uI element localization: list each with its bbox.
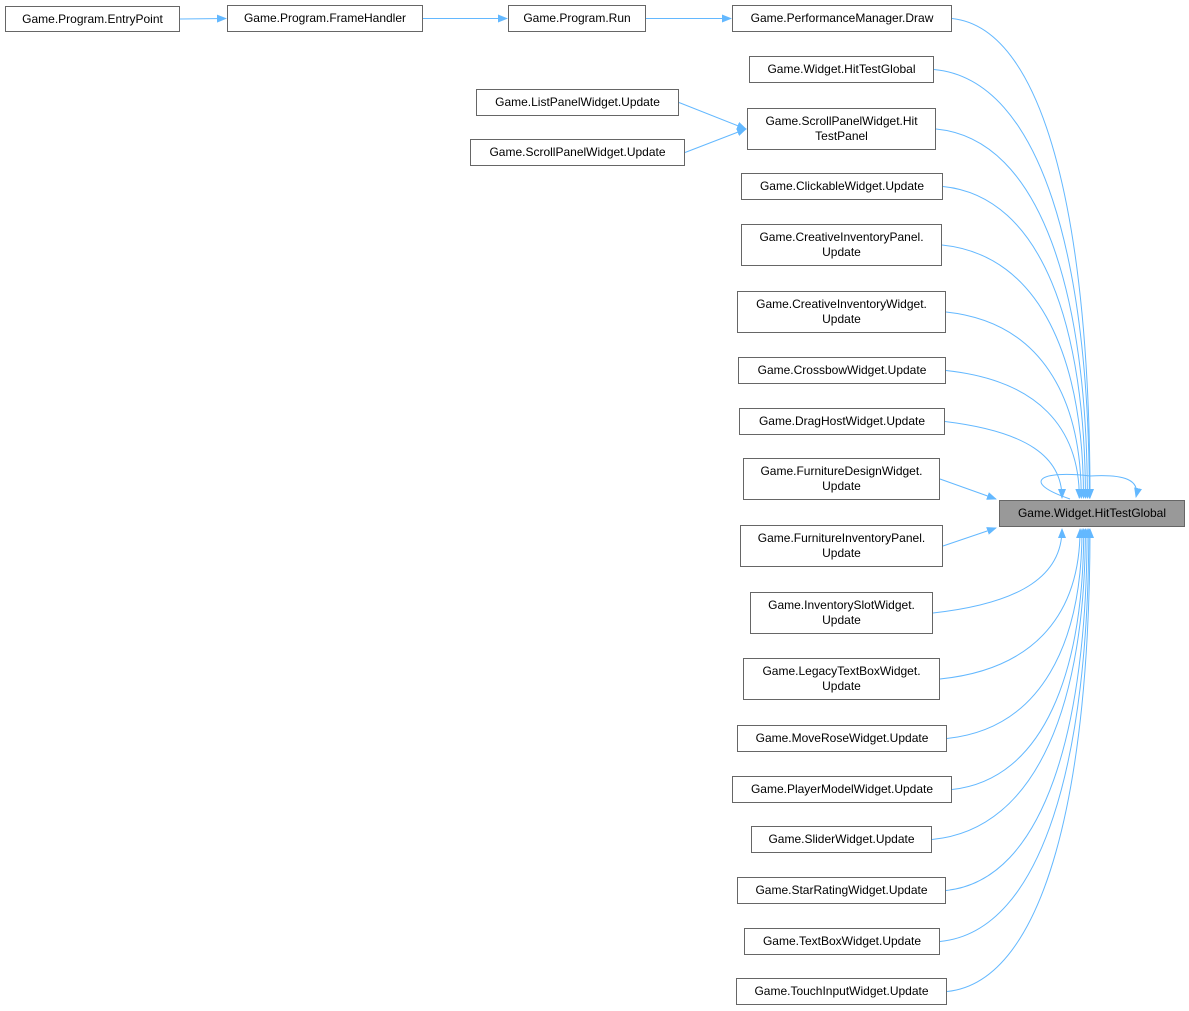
node-label: Game.ListPanelWidget.Update bbox=[495, 95, 660, 109]
node-label: Game.CreativeInventoryPanel. Update bbox=[759, 230, 924, 259]
node-label: Game.Widget.HitTestGlobal bbox=[767, 62, 916, 76]
node-label: Game.Program.Run bbox=[523, 11, 631, 25]
call-edge-crossbow-to-target bbox=[945, 370, 1084, 499]
node-label: Game.InventorySlotWidget. Update bbox=[768, 598, 915, 627]
graph-node-run[interactable]: Game.Program.Run bbox=[508, 5, 646, 32]
call-edge-listpanel-to-scrollhit bbox=[678, 102, 747, 130]
graph-node-slider[interactable]: Game.SliderWidget.Update bbox=[751, 826, 932, 853]
node-label: Game.PlayerModelWidget.Update bbox=[750, 782, 934, 796]
node-label: Game.FurnitureInventoryPanel. Update bbox=[757, 531, 926, 560]
node-label: Game.Widget.HitTestGlobal bbox=[1017, 506, 1167, 520]
node-label: Game.ScrollPanelWidget.Update bbox=[489, 145, 666, 159]
graph-node-playermodel[interactable]: Game.PlayerModelWidget.Update bbox=[732, 776, 952, 803]
graph-node-clickable[interactable]: Game.ClickableWidget.Update bbox=[741, 173, 943, 200]
call-edge-invslot-to-target bbox=[932, 528, 1066, 614]
call-edge-touchinput-to-target bbox=[946, 528, 1094, 992]
call-edge-legacytext-to-target bbox=[939, 528, 1085, 680]
graph-node-frame[interactable]: Game.Program.FrameHandler bbox=[227, 5, 423, 32]
node-label: Game.CrossbowWidget.Update bbox=[757, 363, 927, 377]
call-edge-furniturepanel-to-target bbox=[942, 527, 997, 547]
call-edge-target-to-target bbox=[1040, 473, 1142, 500]
node-label: Game.TextBoxWidget.Update bbox=[762, 934, 922, 948]
call-edge-slider-to-target bbox=[931, 528, 1090, 840]
graph-node-entry[interactable]: Game.Program.EntryPoint bbox=[5, 6, 180, 32]
node-label: Game.LegacyTextBoxWidget. Update bbox=[762, 664, 921, 693]
graph-node-scrollhit[interactable]: Game.ScrollPanelWidget.Hit TestPanel bbox=[747, 108, 936, 150]
call-edge-scrollupd-to-scrollhit bbox=[684, 128, 747, 153]
node-label: Game.StarRatingWidget.Update bbox=[755, 883, 928, 897]
node-label: Game.CreativeInventoryWidget. Update bbox=[756, 297, 927, 326]
graph-node-textbox[interactable]: Game.TextBoxWidget.Update bbox=[744, 928, 940, 955]
call-edge-textbox-to-target bbox=[939, 528, 1093, 942]
graph-node-creativewidget[interactable]: Game.CreativeInventoryWidget. Update bbox=[737, 291, 946, 333]
graph-node-invslot[interactable]: Game.InventorySlotWidget. Update bbox=[750, 592, 933, 634]
call-edge-moverose-to-target bbox=[946, 528, 1087, 739]
node-label: Game.PerformanceManager.Draw bbox=[750, 11, 934, 25]
call-edge-draghost-to-target bbox=[944, 421, 1066, 499]
node-label: Game.FurnitureDesignWidget. Update bbox=[760, 464, 923, 493]
node-label: Game.MoveRoseWidget.Update bbox=[755, 731, 929, 745]
call-edge-hitglobal-to-target bbox=[933, 69, 1094, 499]
graph-node-touchinput[interactable]: Game.TouchInputWidget.Update bbox=[736, 978, 947, 1005]
call-edge-creativepanel-to-target bbox=[941, 244, 1088, 499]
graph-node-scrollupd[interactable]: Game.ScrollPanelWidget.Update bbox=[470, 139, 685, 166]
node-label: Game.Program.EntryPoint bbox=[22, 11, 163, 26]
graph-node-furniturepanel[interactable]: Game.FurnitureInventoryPanel. Update bbox=[740, 525, 943, 567]
graph-node-crossbow[interactable]: Game.CrossbowWidget.Update bbox=[738, 357, 946, 384]
node-label: Game.Program.FrameHandler bbox=[243, 11, 407, 25]
graph-node-draghost[interactable]: Game.DragHostWidget.Update bbox=[739, 408, 945, 435]
node-label: Game.ScrollPanelWidget.Hit TestPanel bbox=[765, 114, 918, 143]
node-label: Game.SliderWidget.Update bbox=[768, 832, 915, 846]
call-edge-starrating-to-target bbox=[945, 528, 1092, 891]
node-label: Game.TouchInputWidget.Update bbox=[754, 984, 929, 998]
call-edge-furnituredesign-to-target bbox=[939, 478, 997, 500]
call-edge-perf-to-target bbox=[951, 18, 1094, 499]
graph-node-moverose[interactable]: Game.MoveRoseWidget.Update bbox=[737, 725, 947, 752]
call-edge-creativewidget-to-target bbox=[945, 311, 1086, 499]
graph-node-listpanel[interactable]: Game.ListPanelWidget.Update bbox=[476, 89, 679, 116]
target-node[interactable]: Game.Widget.HitTestGlobal bbox=[999, 500, 1185, 527]
node-label: Game.ClickableWidget.Update bbox=[759, 179, 925, 193]
graph-node-perf[interactable]: Game.PerformanceManager.Draw bbox=[732, 5, 952, 32]
graph-node-hitglobal[interactable]: Game.Widget.HitTestGlobal bbox=[749, 56, 934, 83]
graph-node-furnituredesign[interactable]: Game.FurnitureDesignWidget. Update bbox=[743, 458, 940, 500]
call-edge-entry-to-frame bbox=[179, 14, 227, 23]
call-edge-scrollhit-to-target bbox=[935, 128, 1092, 499]
graph-node-legacytext[interactable]: Game.LegacyTextBoxWidget. Update bbox=[743, 658, 940, 700]
call-edge-clickable-to-target bbox=[942, 186, 1090, 499]
graph-node-starrating[interactable]: Game.StarRatingWidget.Update bbox=[737, 877, 946, 904]
call-edge-playermodel-to-target bbox=[951, 528, 1088, 790]
node-label: Game.DragHostWidget.Update bbox=[758, 414, 926, 428]
graph-node-creativepanel[interactable]: Game.CreativeInventoryPanel. Update bbox=[741, 224, 942, 266]
